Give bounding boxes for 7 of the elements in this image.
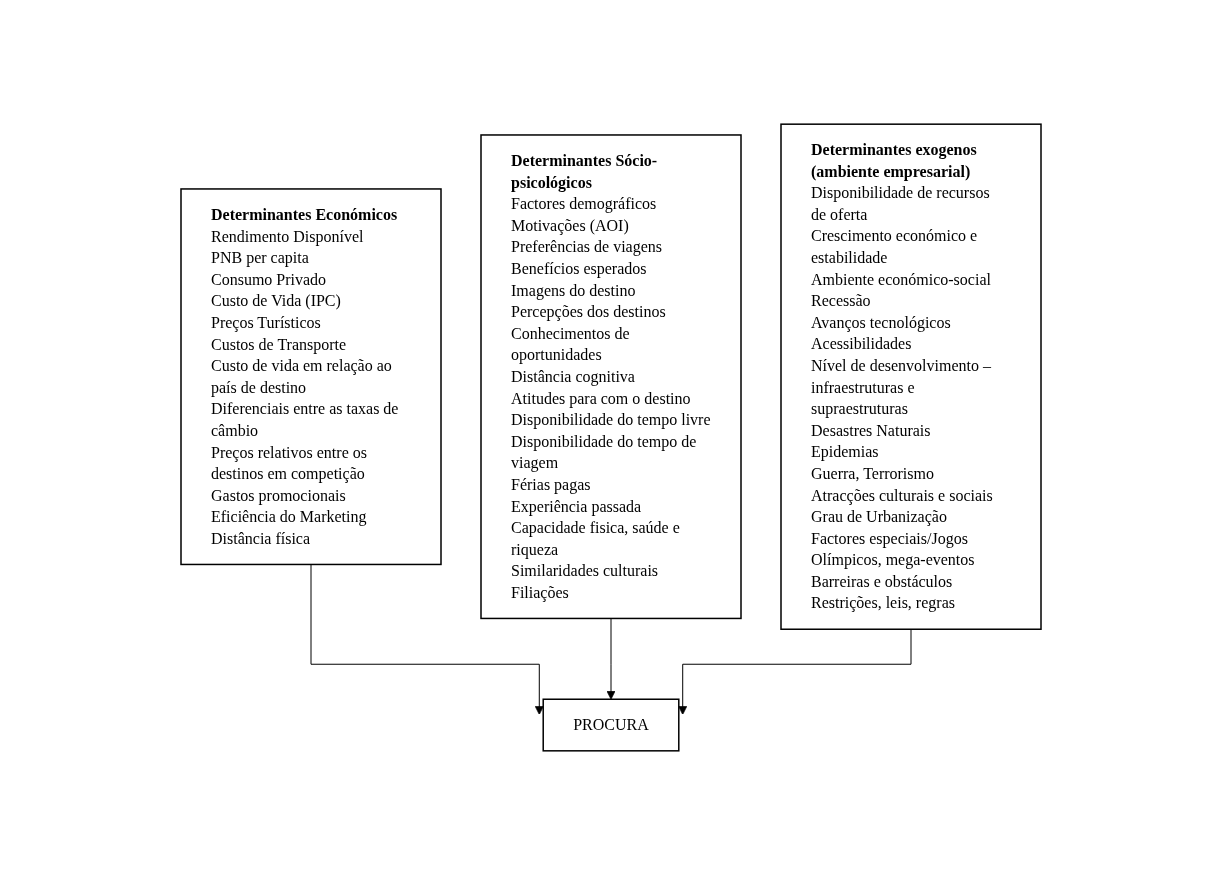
- arrow: [606, 617, 616, 700]
- node-box: Determinantes Sócio-psicológicos Factores demográficos Motivações (AOI) Preferências de viagens Benefícios esperados Imagens do destino Percepções dos destinos Conhecimentos de oportunidades Distância cognitiva Atitudes para com o destino Disponibilidade do tempo livre Disponibilidade do tempo de viagem Férias pagas Experiência passada Capacidade fisica, saúde e riqueza Similaridades culturais Filiações: [480, 134, 742, 620]
- arrow: [310, 563, 544, 715]
- node-box: Determinantes exogenos (ambiente empresarial) Disponibilidade de recursos de oferta Crescimento económico e estabilidade Ambiente económico-social Recessão Avanços tecnológicos Acessibilidades Nível de desenvolvimento – infraestruturas e supraestruturas Desastres Naturais Epidemias Guerra, Terrorismo Atracções culturais e sociais Grau de Urbanização Factores especiais/Jogos Olímpicos, mega-eventos Barreiras e obstáculos Restrições, leis, regras: [780, 123, 1042, 630]
- node-box: PROCURA: [542, 698, 680, 752]
- arrow: [678, 628, 912, 715]
- node-box: Determinantes Económicos Rendimento Disponível PNB per capita Consumo Privado Custo de Vida (IPC) Preços Turísticos Custos de Transporte Custo de vida em relação ao país de destino Diferenciais entre as taxas de câmbio Preços relativos entre os destinos em competição Gastos promocionais Eficiência do Marketing Distância física: [180, 188, 442, 566]
